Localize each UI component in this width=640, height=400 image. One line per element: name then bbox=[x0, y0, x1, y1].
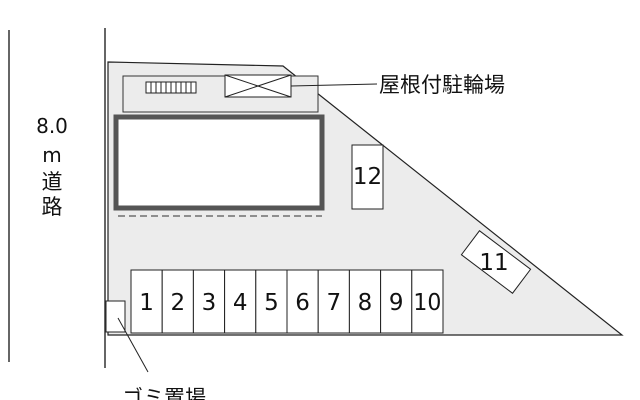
parking-space-11-number: 11 bbox=[479, 250, 508, 276]
road-width-unit: m bbox=[42, 143, 61, 167]
parking-space-4 bbox=[224, 269, 257, 334]
parking-space-number: 10 bbox=[413, 290, 441, 316]
bicycle-parking-leader bbox=[290, 83, 378, 87]
road-name-char: 道 bbox=[42, 170, 63, 194]
garbage-station bbox=[105, 300, 126, 333]
bicycle-parking-symbol bbox=[224, 74, 292, 98]
parking-space-number: 1 bbox=[139, 290, 154, 316]
parking-space-number: 8 bbox=[358, 290, 373, 316]
parking-space-number: 4 bbox=[233, 290, 248, 316]
main-building bbox=[113, 114, 325, 211]
parking-space-10 bbox=[411, 269, 444, 334]
parking-space-2 bbox=[161, 269, 194, 334]
parking-space-number: 9 bbox=[389, 290, 404, 316]
garbage-station-leader bbox=[117, 317, 149, 373]
bicycle-parking-label: 屋根付駐輪場 bbox=[379, 73, 505, 97]
parking-space-number: 5 bbox=[264, 290, 279, 316]
parking-space-12-number: 12 bbox=[353, 164, 382, 190]
road-name-char: 路 bbox=[42, 195, 63, 219]
parking-space-11: 11 bbox=[460, 230, 532, 294]
parking-space-12 bbox=[351, 144, 384, 210]
vent-grille-slats bbox=[150, 82, 192, 93]
garbage-station-label: ゴミ置場 bbox=[122, 386, 206, 400]
parking-space-5 bbox=[255, 269, 288, 334]
parking-space-number: 3 bbox=[202, 290, 217, 316]
parking-row: 1 2 3 4 5 6 7 8 9 10 bbox=[130, 269, 444, 334]
parking-space-number: 7 bbox=[326, 290, 341, 316]
road-width-label: 8.0 bbox=[36, 114, 68, 138]
parking-space-6 bbox=[286, 269, 319, 334]
parking-space-3 bbox=[192, 269, 226, 334]
parking-space-number: 6 bbox=[295, 290, 310, 316]
parking-space-number: 2 bbox=[170, 290, 185, 316]
parking-space-7 bbox=[317, 269, 350, 334]
